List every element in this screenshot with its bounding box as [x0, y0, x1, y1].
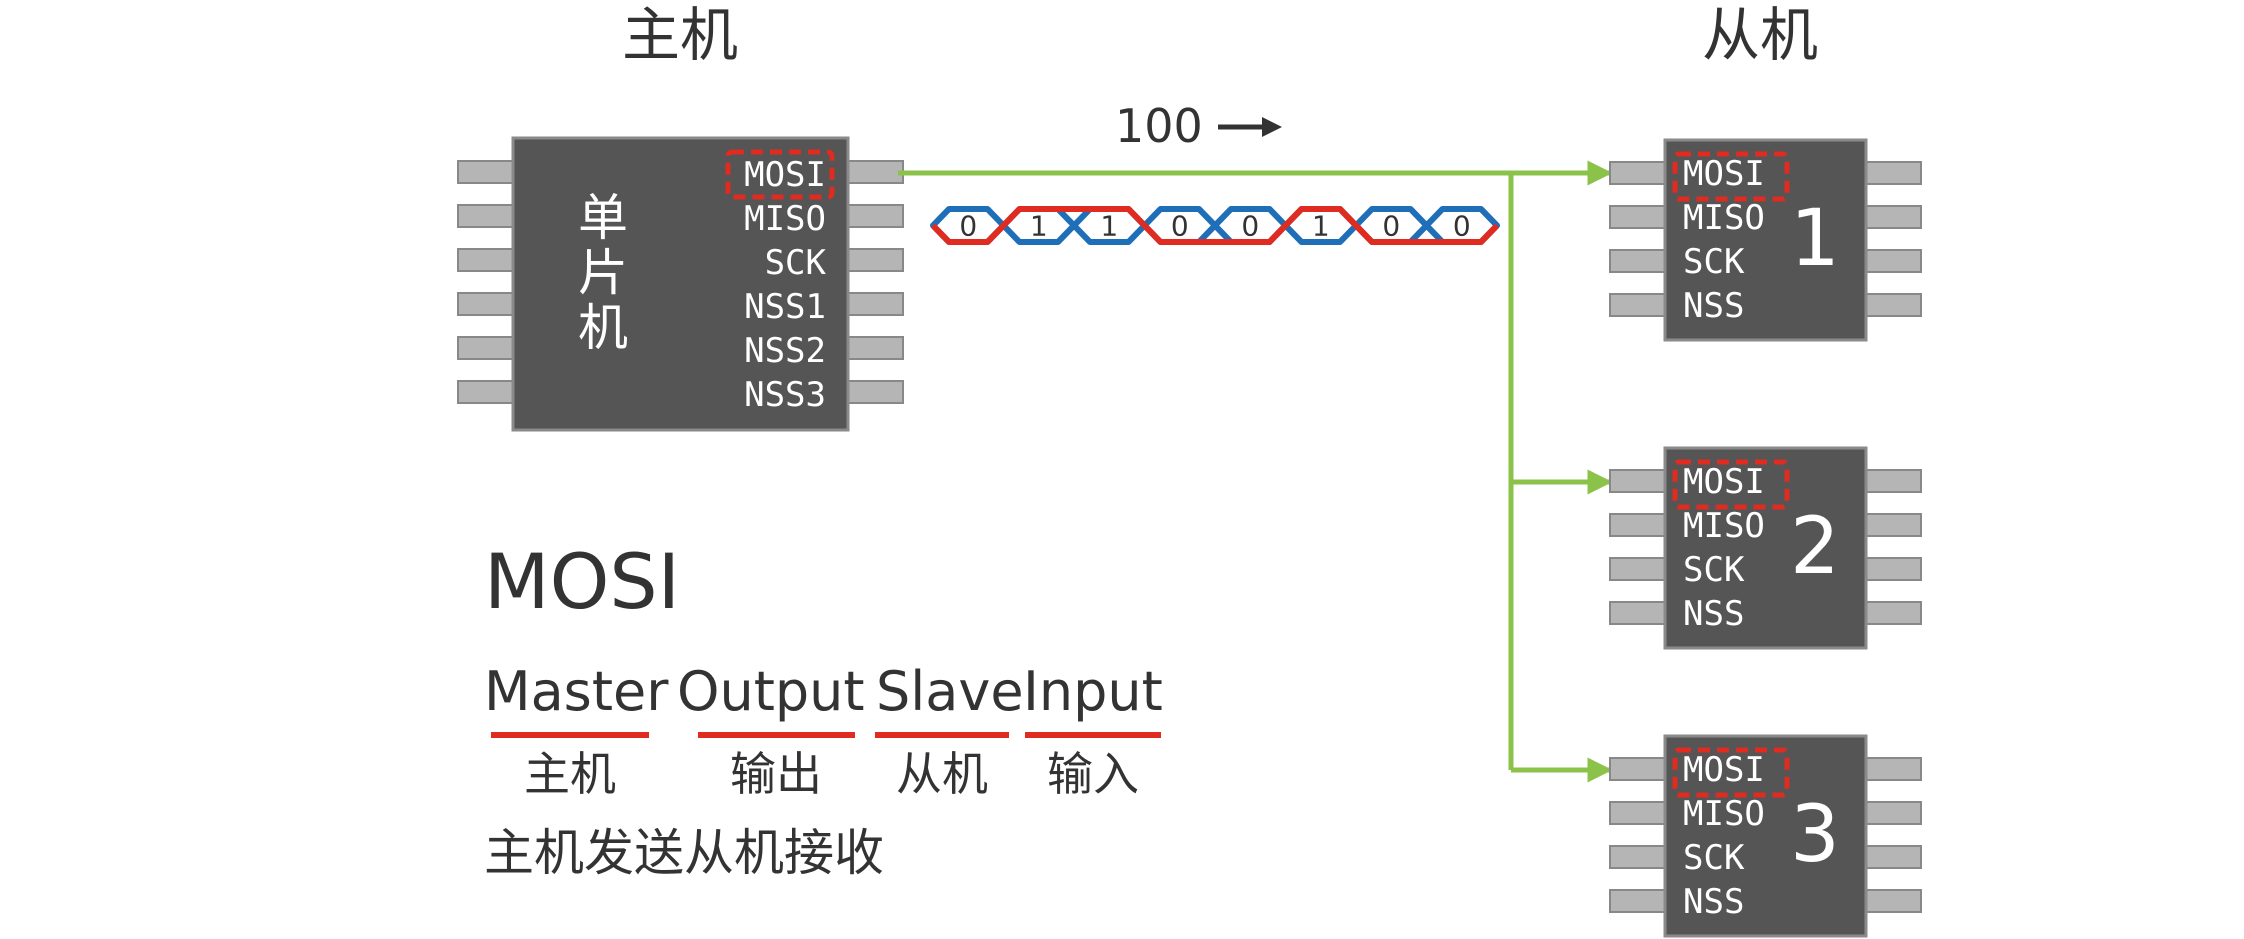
word-master: Master: [484, 660, 669, 723]
slave-left-pin: [1609, 249, 1666, 273]
slave-pin-mosi: MOSI: [1683, 462, 1765, 502]
word-input: Input: [1023, 660, 1163, 723]
master-chip-label-char-2: 片: [578, 244, 628, 302]
mosi-bus: [898, 160, 1613, 783]
bit-label: 1: [1030, 210, 1048, 243]
slave-chip-body: [1663, 446, 1868, 650]
master-chip-label-char-1: 单: [578, 189, 628, 247]
slave-right-pin: [1865, 161, 1922, 185]
word-output-zh: 输出: [730, 747, 822, 801]
master-pin-mosi: MOSI: [744, 155, 826, 195]
master-pin-sck: SCK: [765, 243, 827, 283]
master-right-pin: [847, 292, 904, 316]
slave-number: 1: [1790, 194, 1840, 284]
slave-number: 2: [1790, 502, 1840, 592]
slave-pin-nss: NSS: [1683, 594, 1744, 634]
slave-pin-miso: MISO: [1683, 198, 1765, 238]
master-right-pin: [847, 204, 904, 228]
word-master-zh: 主机: [524, 747, 616, 801]
explanation-summary: 主机发送从机接收: [484, 824, 884, 882]
bit-label: 0: [1241, 210, 1259, 243]
master-left-pin: [457, 380, 514, 404]
bit-label: 0: [1453, 210, 1471, 243]
slave-right-pin: [1865, 293, 1922, 317]
master-title: 主机: [622, 1, 738, 69]
bit-label: 0: [1382, 210, 1400, 243]
slave-chips: MOSIMISOSCKNSS1MOSIMISOSCKNSS2MOSIMISOSC…: [1609, 138, 1922, 938]
slave-right-pin: [1865, 889, 1922, 913]
slave-pin-mosi: MOSI: [1683, 154, 1765, 194]
slave-left-pin: [1609, 161, 1666, 185]
master-pin-nss3: NSS3: [744, 375, 826, 415]
bit-waveform: 0 1 1 0 0 1 0 0: [930, 206, 1500, 245]
slave-left-pin: [1609, 557, 1666, 581]
level-trace: [930, 206, 1500, 245]
master-right-pin: [847, 336, 904, 360]
master-pin-miso: MISO: [744, 199, 826, 239]
master-right-pins: [847, 160, 904, 404]
slave-right-pin: [1865, 801, 1922, 825]
slave-title: 从机: [1702, 1, 1818, 69]
slave-right-pin: [1865, 757, 1922, 781]
bit-label: 1: [1312, 210, 1330, 243]
master-right-pin: [847, 160, 904, 184]
bit-label: 1: [1100, 210, 1118, 243]
slave-right-pin: [1865, 249, 1922, 273]
master-right-pin: [847, 248, 904, 272]
slave-left-pin: [1609, 293, 1666, 317]
slave-right-pin: [1865, 601, 1922, 625]
slave-left-pin: [1609, 845, 1666, 869]
slave-right-pin: [1865, 557, 1922, 581]
word-slave-zh: 从机: [896, 747, 988, 801]
master-chip-body: [511, 136, 850, 432]
master-pin-nss2: NSS2: [744, 331, 826, 371]
slave-pin-nss: NSS: [1683, 882, 1744, 922]
master-left-pins: [457, 160, 514, 404]
word-input-zh: 输入: [1047, 747, 1139, 801]
slave-left-pin: [1609, 601, 1666, 625]
master-left-pin: [457, 204, 514, 228]
slave-pin-sck: SCK: [1683, 838, 1745, 878]
slave-chip-body: [1663, 734, 1868, 938]
slave-pin-mosi: MOSI: [1683, 750, 1765, 790]
slave-left-pin: [1609, 469, 1666, 493]
master-left-pin: [457, 248, 514, 272]
signal-value-label: 100: [1115, 99, 1203, 153]
master-left-pin: [457, 292, 514, 316]
slave-right-pin: [1865, 513, 1922, 537]
slave-chip-body: [1663, 138, 1868, 342]
master-chip: 单 片 机 MOSI MISO SCK NSS1 NSS2 NSS3: [457, 136, 904, 432]
slave-left-pin: [1609, 513, 1666, 537]
slave-left-pin: [1609, 889, 1666, 913]
right-arrow-icon: [1218, 117, 1282, 137]
slave-right-pin: [1865, 845, 1922, 869]
master-chip-label-char-3: 机: [578, 299, 628, 357]
master-left-pin: [457, 160, 514, 184]
word-output: Output: [677, 660, 865, 723]
master-right-pin: [847, 380, 904, 404]
explanation-heading: MOSI: [484, 537, 680, 626]
slave-right-pin: [1865, 205, 1922, 229]
slave-left-pin: [1609, 801, 1666, 825]
slave-number: 3: [1790, 790, 1840, 880]
slave-pin-miso: MISO: [1683, 506, 1765, 546]
bit-label: 0: [959, 210, 977, 243]
master-left-pin: [457, 336, 514, 360]
word-slave: Slave: [876, 660, 1024, 723]
bit-label: 0: [1171, 210, 1189, 243]
slave-right-pin: [1865, 469, 1922, 493]
slave-pin-nss: NSS: [1683, 286, 1744, 326]
slave-pin-sck: SCK: [1683, 242, 1745, 282]
slave-pin-sck: SCK: [1683, 550, 1745, 590]
slave-left-pin: [1609, 757, 1666, 781]
master-pin-nss1: NSS1: [744, 287, 826, 327]
slave-pin-miso: MISO: [1683, 794, 1765, 834]
master-mosi-highlight: [725, 149, 835, 200]
slave-left-pin: [1609, 205, 1666, 229]
